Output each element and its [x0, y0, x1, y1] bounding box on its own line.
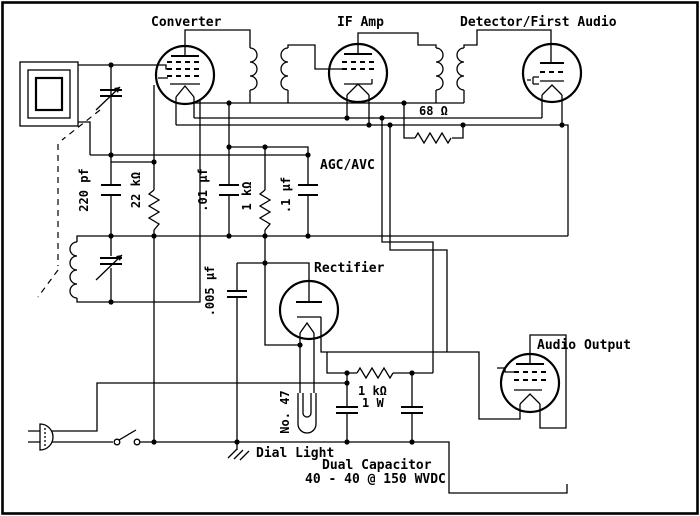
label-dual-capacitor: Dual Capacitor — [322, 458, 432, 473]
value-01uf: .01 μf — [196, 168, 210, 211]
value-no47: No. 47 — [278, 390, 292, 433]
ac-plug — [28, 423, 54, 451]
value-point1uf: .1 μf — [279, 177, 293, 213]
label-detector: Detector/First Audio — [460, 15, 617, 30]
value-220pf: 220 pf — [77, 168, 91, 211]
power-switch — [113, 429, 141, 446]
label-agc-avc: AGC/AVC — [320, 158, 375, 173]
if-transformer-2 — [435, 47, 465, 91]
resistor-1k-cathode — [258, 189, 272, 231]
value-1w: 1 W — [362, 396, 384, 410]
converter-tube — [154, 44, 216, 106]
label-audio-output: Audio Output — [537, 338, 631, 353]
dial-light-bulb — [297, 393, 317, 434]
audio-output-tube — [499, 352, 561, 414]
wiring — [37, 29, 569, 494]
resistor-68ohm — [414, 131, 452, 145]
if-transformer-1 — [249, 47, 289, 91]
resistor-22k — [147, 189, 161, 231]
if-amp-tube — [327, 42, 389, 104]
junction-dots — [108, 62, 565, 445]
component-values: 68 Ω 1 kΩ 1 W 220 pf 22 kΩ .01 μf 1 kΩ .… — [77, 104, 448, 434]
label-if-amp: IF Amp — [337, 15, 384, 30]
value-1k: 1 kΩ — [240, 182, 254, 211]
section-labels: Converter IF Amp Detector/First Audio Re… — [151, 15, 631, 487]
label-dual-capacitor-rating: 40 - 40 @ 150 WVDC — [305, 472, 446, 487]
value-1k-1w: 1 kΩ — [358, 384, 387, 398]
value-68ohm: 68 Ω — [419, 104, 448, 118]
label-rectifier: Rectifier — [314, 261, 385, 276]
rectifier-tube — [278, 279, 340, 341]
value-005uf: .005 μf — [203, 266, 217, 317]
label-dial-light: Dial Light — [256, 446, 334, 461]
oscillator-coil — [69, 241, 78, 299]
detector-tube — [521, 42, 583, 104]
resistor-1k-1w — [356, 366, 394, 380]
label-converter: Converter — [151, 15, 222, 30]
value-22k: 22 kΩ — [129, 172, 143, 208]
loop-antenna — [19, 61, 79, 127]
